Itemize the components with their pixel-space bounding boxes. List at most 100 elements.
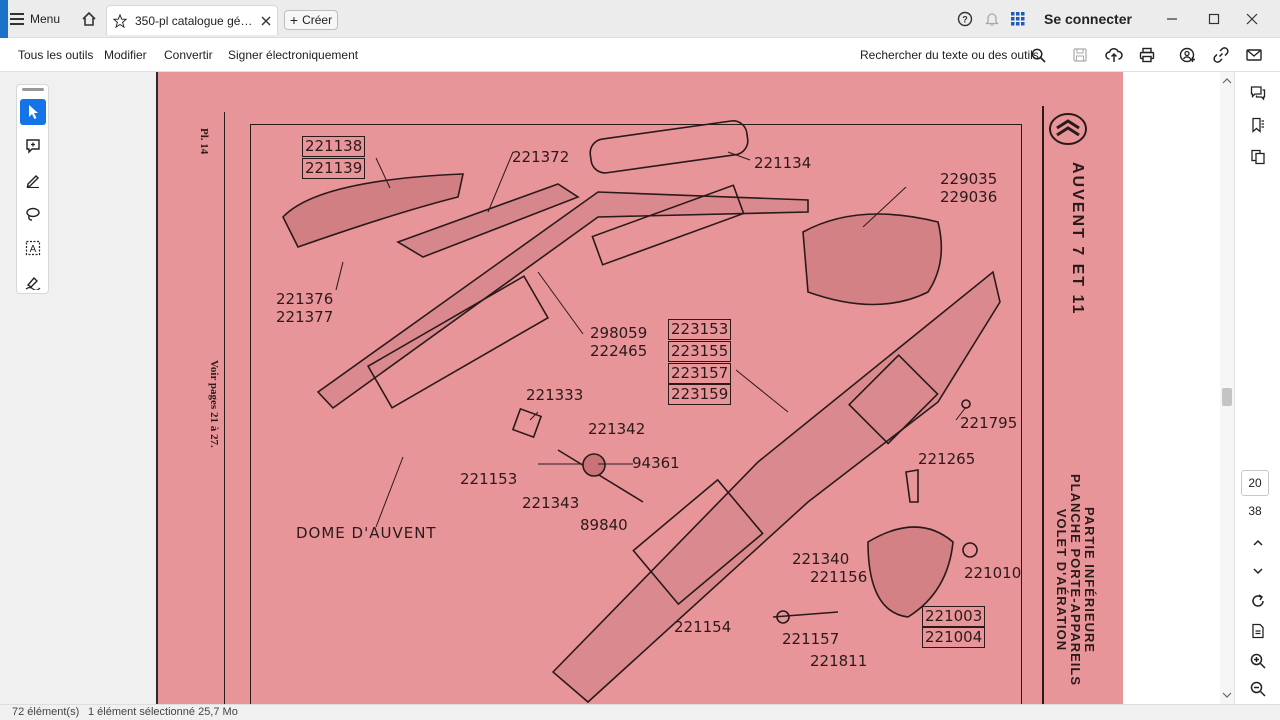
workspace: A Pl. 14 Voir pages 21 à 27. — [0, 72, 1280, 704]
edit-button[interactable]: Modifier — [104, 48, 147, 62]
document-tab[interactable]: 350-pl catalogue géné... — [106, 5, 278, 35]
share-button[interactable] — [1178, 38, 1196, 72]
zoom-out-button[interactable] — [1245, 676, 1271, 702]
create-label: Créer — [302, 13, 333, 27]
page-fit-icon — [1252, 623, 1264, 639]
search-button[interactable] — [1030, 38, 1046, 72]
close-icon — [1246, 13, 1258, 25]
part-label: 221154 — [674, 618, 732, 636]
cloud-upload-icon — [1105, 47, 1123, 62]
part-label: 229036 — [940, 188, 998, 206]
close-tab-icon[interactable] — [261, 16, 271, 26]
vertical-scrollbar[interactable] — [1220, 72, 1234, 704]
sign-in-button[interactable]: Se connecter — [1044, 11, 1132, 27]
part-label: 221343 — [522, 494, 580, 512]
scrollbar-thumb[interactable] — [1222, 388, 1232, 406]
part-label: 221139 — [302, 158, 366, 179]
home-button[interactable] — [76, 0, 102, 38]
maximize-icon — [1208, 13, 1220, 25]
sign-tool[interactable] — [20, 269, 46, 295]
cursor-icon — [29, 105, 38, 119]
chevron-down-icon — [1253, 568, 1263, 575]
bookmark-icon — [1252, 117, 1264, 133]
part-label: 221004 — [922, 627, 986, 648]
part-label: 221157 — [782, 630, 840, 648]
document-page[interactable]: Pl. 14 Voir pages 21 à 27. — [156, 72, 1123, 704]
plate-frame — [250, 124, 1022, 704]
title-separator — [1042, 106, 1044, 704]
draw-tool[interactable] — [20, 201, 46, 227]
zoom-in-icon — [1250, 653, 1266, 669]
previous-page-button[interactable] — [1245, 530, 1271, 556]
scroll-down-icon[interactable] — [1220, 690, 1234, 700]
apps-button[interactable] — [1010, 0, 1026, 38]
part-label: 221372 — [512, 148, 570, 166]
status-bar: 72 élément(s) 1 élément sélectionné 25,7… — [0, 704, 1280, 720]
citroen-logo — [1049, 113, 1087, 145]
part-label: 221134 — [754, 154, 812, 172]
help-button[interactable]: ? — [956, 0, 974, 38]
rotate-button[interactable] — [1245, 588, 1271, 614]
next-page-button[interactable] — [1245, 558, 1271, 584]
convert-button[interactable]: Convertir — [164, 48, 213, 62]
zoom-in-button[interactable] — [1245, 648, 1271, 674]
svg-text:A: A — [30, 244, 37, 255]
share-user-icon — [1179, 47, 1195, 63]
notifications-button[interactable] — [984, 0, 1000, 38]
email-button[interactable] — [1245, 38, 1263, 72]
highlight-tool[interactable] — [20, 167, 46, 193]
bell-icon — [985, 13, 999, 26]
close-window-button[interactable] — [1242, 0, 1262, 38]
link-icon — [1213, 47, 1229, 63]
scroll-up-icon[interactable] — [1220, 76, 1234, 86]
part-label: 221376 — [276, 290, 334, 308]
create-button[interactable]: + Créer — [284, 10, 338, 30]
menu-button[interactable]: Menu — [10, 0, 72, 38]
print-icon — [1139, 47, 1155, 63]
margin-line — [224, 112, 225, 704]
add-comment-tool[interactable] — [20, 133, 46, 159]
star-icon[interactable] — [113, 13, 127, 28]
subtitle-line: PARTIE INFÉRIEURE — [1082, 506, 1097, 654]
main-toolbar: Tous les outils Modifier Convertir Signe… — [0, 38, 1280, 72]
quick-tools-panel: A — [16, 84, 49, 294]
minimize-icon — [1167, 18, 1177, 20]
comments-panel-button[interactable] — [1245, 80, 1271, 106]
part-label: 94361 — [632, 454, 680, 472]
text-tool[interactable]: A — [20, 235, 46, 261]
search-tools-label[interactable]: Rechercher du texte ou des outils — [860, 48, 1039, 62]
pen-icon — [26, 175, 39, 188]
right-side-panel: 20 38 — [1234, 72, 1280, 704]
comments-icon — [1250, 86, 1266, 101]
upload-cloud-button[interactable] — [1105, 38, 1123, 72]
copy-link-button[interactable] — [1212, 38, 1230, 72]
total-pages: 38 — [1248, 504, 1262, 518]
minimize-button[interactable] — [1162, 0, 1182, 38]
document-margin — [1123, 72, 1220, 704]
current-page-input[interactable]: 20 — [1241, 470, 1269, 496]
menu-label: Menu — [30, 12, 61, 26]
part-label: 221377 — [276, 308, 334, 326]
comment-add-icon — [26, 139, 40, 154]
text-box-icon: A — [25, 240, 41, 256]
e-sign-button[interactable]: Signer électroniquement — [228, 48, 359, 62]
all-tools-button[interactable]: Tous les outils — [18, 48, 94, 62]
part-label: 221342 — [588, 420, 646, 438]
panel-grip[interactable] — [22, 88, 44, 91]
part-label: 221010 — [964, 564, 1022, 582]
page-display-button[interactable] — [1245, 618, 1271, 644]
bookmarks-panel-button[interactable] — [1245, 112, 1271, 138]
select-tool[interactable] — [20, 99, 46, 125]
pages-panel-button[interactable] — [1245, 144, 1271, 170]
svg-text:?: ? — [962, 15, 968, 25]
part-label: 221340 — [792, 550, 850, 568]
print-button[interactable] — [1138, 38, 1156, 72]
plate-subtitle: PARTIE INFÉRIEURE PLANCHE PORTE-APPAREIL… — [1054, 474, 1097, 686]
selection-info: 1 élément sélectionné 25,7 Mo — [88, 706, 238, 718]
part-label: 89840 — [580, 516, 628, 534]
maximize-button[interactable] — [1204, 0, 1224, 38]
save-button[interactable] — [1072, 38, 1088, 72]
part-label: 223155 — [668, 341, 732, 362]
part-label: 221811 — [810, 652, 868, 670]
chevron-up-icon — [1253, 539, 1263, 546]
